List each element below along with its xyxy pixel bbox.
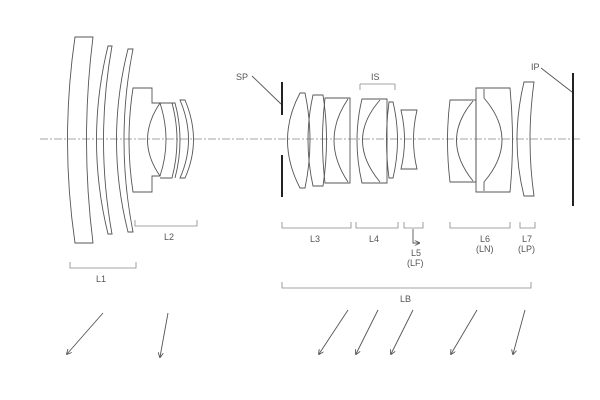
lens-l5 <box>400 109 418 170</box>
group-brackets <box>69 220 536 289</box>
label-l7: L7 <box>522 234 532 244</box>
lens-group-l3 <box>287 92 351 189</box>
lens-group-l6 <box>447 87 513 193</box>
image-plane-ip <box>540 67 574 206</box>
lens-group-l4 <box>356 83 398 184</box>
label-lb: LB <box>400 294 411 304</box>
label-l3: L3 <box>310 234 320 244</box>
label-l5-sub: (LF) <box>407 258 424 268</box>
arrow <box>513 309 526 354</box>
aperture-stop-sp <box>251 75 283 197</box>
indicator-arrows <box>67 309 526 357</box>
label-l4: L4 <box>369 234 379 244</box>
lens-group-l1 <box>67 36 134 244</box>
label-ip: IP <box>531 62 540 72</box>
arrow <box>319 309 349 354</box>
arrow <box>451 309 478 354</box>
label-l7-sub: (LP) <box>518 244 535 254</box>
label-l5: L5 <box>411 248 421 258</box>
arrow <box>391 309 414 354</box>
arrow <box>67 312 104 354</box>
label-l6-sub: (LN) <box>476 244 494 254</box>
arrow <box>160 312 169 357</box>
label-l1: L1 <box>96 274 106 284</box>
label-l6: L6 <box>480 234 490 244</box>
lens-l7 <box>516 81 535 197</box>
label-is: IS <box>371 72 380 82</box>
label-l2: L2 <box>164 232 174 242</box>
label-sp: SP <box>236 72 248 82</box>
lens-group-l2 <box>128 87 194 193</box>
arrow <box>356 309 379 354</box>
